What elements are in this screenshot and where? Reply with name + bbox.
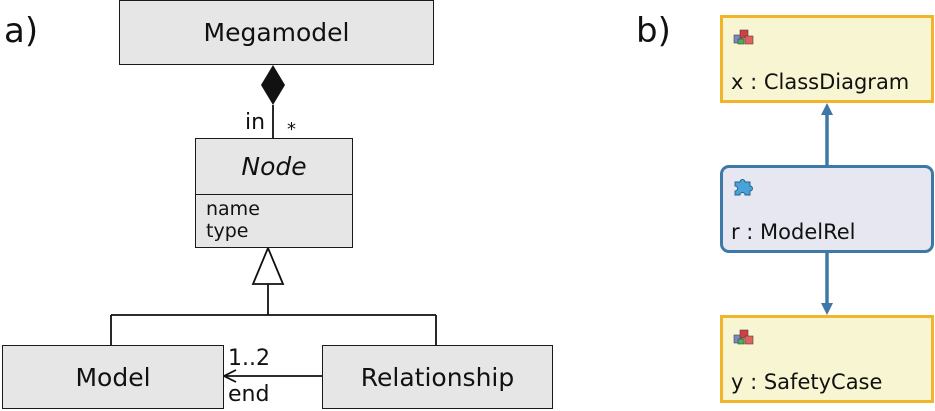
generalization-triangle [251,245,285,285]
instance-r-modelrel[interactable]: r : ModelRel [720,165,934,253]
model-icon [733,29,754,45]
model-class: Model [2,345,224,409]
puzzle-icon [734,179,753,196]
model-icon [733,329,754,345]
instance-r-label: r : ModelRel [731,220,856,244]
composition-multiplicity-label: * [287,119,296,140]
instance-y-safetycase[interactable]: y : SafetyCase [720,315,934,403]
relation-link-top-arrowhead [821,103,833,115]
instance-y-label: y : SafetyCase [731,370,883,394]
relation-link-bottom-arrowhead [821,303,833,315]
association-multiplicity-label: 1..2 [228,346,270,371]
megamodel-class: Megamodel [119,0,434,65]
association-role-label: end [228,382,270,407]
megamodel-class-name: Megamodel [203,18,350,47]
node-attributes: name type [196,195,352,242]
instance-x-classdiagram[interactable]: x : ClassDiagram [720,15,934,103]
model-class-name: Model [75,362,151,392]
panel-b-label: b) [636,11,671,51]
node-attribute-name: name [206,198,260,220]
panel-a-label: a) [4,11,39,51]
node-attribute-type: type [206,220,249,242]
relationship-class-name: Relationship [360,362,515,392]
association-arrowhead [221,369,237,383]
composition-diamond [261,65,285,105]
node-class-name: Node [196,139,352,195]
relationship-class: Relationship [322,345,553,409]
node-class: Node name type [195,138,353,248]
composition-role-label: in [245,110,266,135]
instance-x-label: x : ClassDiagram [731,70,910,94]
